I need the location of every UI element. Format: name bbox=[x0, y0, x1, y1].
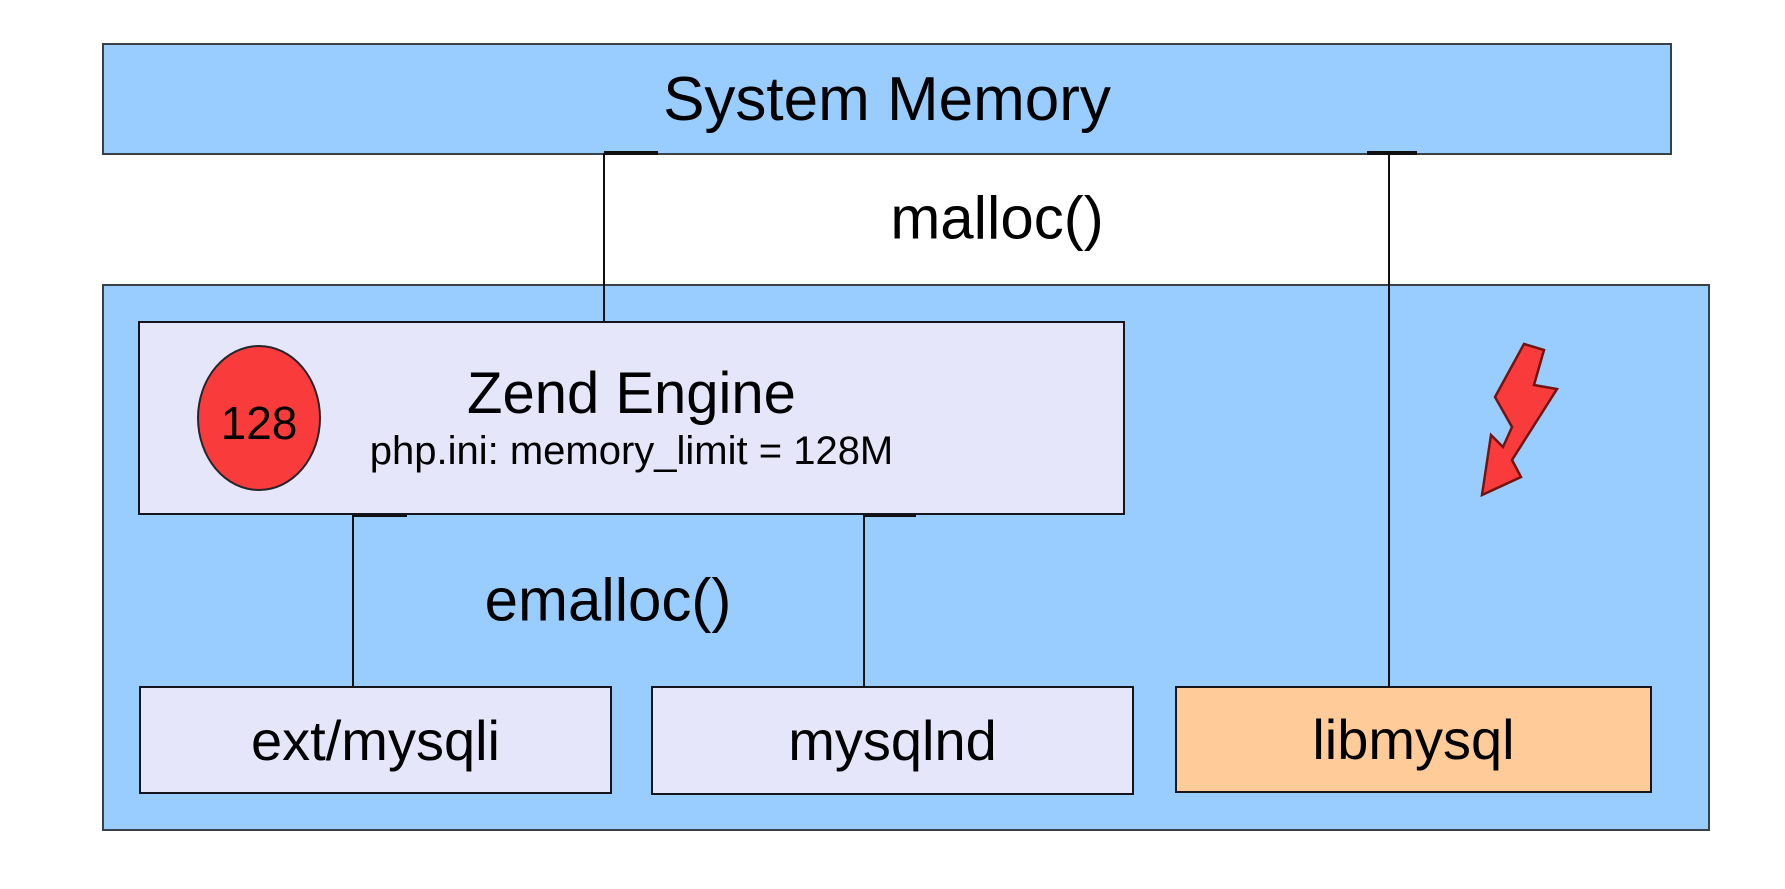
connector-stub-system-to-zend bbox=[604, 151, 658, 155]
connector-stub-system-to-libmysql bbox=[1367, 151, 1417, 155]
connector-system-to-zend bbox=[603, 153, 605, 321]
connector-system-to-libmysql bbox=[1388, 153, 1390, 686]
ext-mysqli-box: ext/mysqli bbox=[139, 686, 612, 794]
ext-mysqli-label: ext/mysqli bbox=[251, 708, 500, 772]
lightning-bolt-icon bbox=[1480, 342, 1560, 498]
system-memory-label: System Memory bbox=[663, 64, 1111, 134]
mysqlnd-box: mysqlnd bbox=[651, 686, 1134, 795]
libmysql-label: libmysql bbox=[1312, 708, 1515, 771]
emalloc-edge-label: emalloc() bbox=[484, 566, 732, 634]
system-memory-box: System Memory bbox=[102, 43, 1672, 155]
mysqlnd-label: mysqlnd bbox=[788, 709, 997, 772]
zend-engine-title: Zend Engine bbox=[467, 361, 796, 426]
connector-zend-to-mysqlnd bbox=[863, 515, 865, 686]
libmysql-box: libmysql bbox=[1175, 686, 1652, 793]
memory-limit-badge-value: 128 bbox=[220, 397, 298, 449]
malloc-edge-label: malloc() bbox=[890, 184, 1104, 252]
connector-zend-to-ext-mysqli bbox=[352, 515, 354, 686]
zend-engine-subtitle: php.ini: memory_limit = 128M bbox=[369, 429, 894, 473]
connector-stub-zend-to-ext-mysqli bbox=[353, 513, 407, 517]
memory-limit-badge: 128 bbox=[197, 345, 321, 491]
connector-stub-zend-to-mysqlnd bbox=[864, 513, 916, 517]
